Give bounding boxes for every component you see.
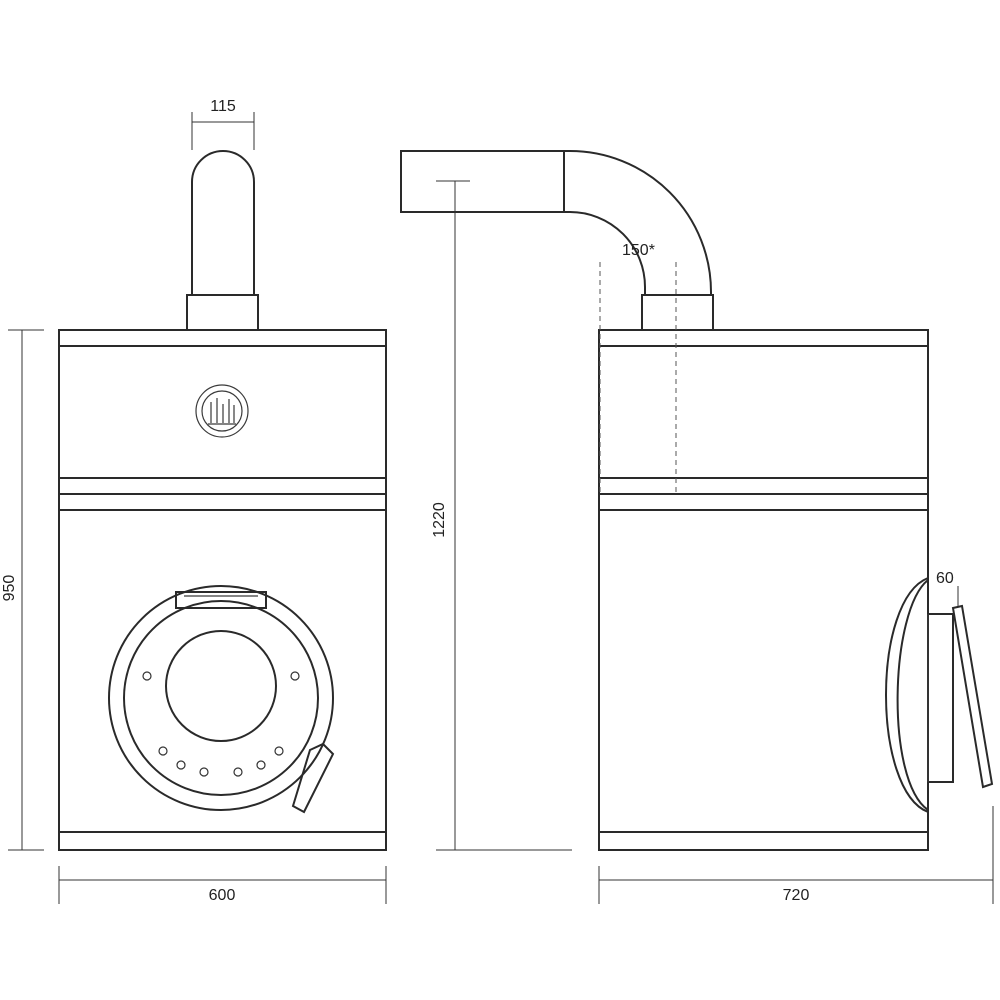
dimension-label-front-width: 600	[209, 887, 236, 904]
side-flue-collar	[641, 294, 714, 331]
front-flue-pipe	[191, 150, 255, 296]
dimension-flue-width: 115	[191, 98, 255, 150]
dimension-label-flue-width: 115	[210, 98, 236, 115]
side-flue-elbow	[564, 150, 712, 296]
dimension-label-elbow-angle: 150*	[622, 242, 655, 259]
dimension-door-depth: 60	[936, 570, 959, 606]
dimension-side-depth: 720	[598, 806, 994, 904]
front-flue-collar	[186, 294, 259, 331]
side-door-profile	[885, 577, 994, 813]
front-door	[108, 585, 335, 814]
front-body	[58, 329, 387, 851]
door-handle	[291, 742, 335, 814]
dimension-front-width: 600	[58, 866, 387, 904]
dimension-label-door-depth: 60	[936, 570, 954, 587]
dimension-label-total-height: 1220	[431, 502, 448, 538]
brand-emblem	[195, 384, 249, 438]
side-flue-horizontal	[400, 150, 565, 213]
dimension-front-height: 950	[1, 329, 44, 851]
side-view	[400, 150, 994, 851]
side-body	[598, 329, 929, 851]
dimension-elbow-angle: 150*	[622, 242, 655, 259]
door-hinge	[175, 591, 267, 609]
front-view	[58, 150, 387, 851]
dimension-total-height: 1220	[431, 180, 572, 851]
dimension-label-side-depth: 720	[783, 887, 810, 904]
door-glass-window	[165, 630, 277, 742]
dimension-label-front-height: 950	[1, 575, 18, 602]
